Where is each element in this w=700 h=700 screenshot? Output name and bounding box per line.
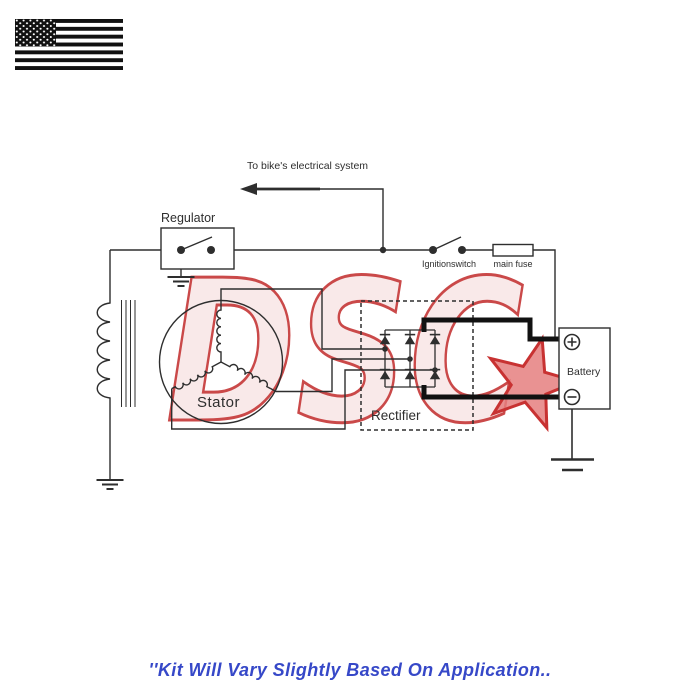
bridge-junction-1 (382, 346, 388, 352)
bridge-junction-2 (407, 356, 413, 362)
ignition-switch-arm (432, 236, 462, 251)
ignition-contact-right (458, 246, 466, 254)
source-coil (96, 250, 111, 480)
ground-icon-coil (95, 479, 125, 490)
fuse-box (492, 243, 534, 257)
circuit: To bike's electrical system Regulator Ig… (95, 160, 611, 490)
battery-positive-lead (421, 317, 559, 342)
phase-wire-3 (171, 369, 435, 430)
battery-label: Battery (567, 366, 601, 378)
battery-ground-icon (551, 458, 594, 472)
regulator-label: Regulator (161, 211, 215, 225)
rectifier-dashed-box (360, 300, 474, 431)
us-flag-icon (15, 19, 123, 70)
regulator-box (160, 227, 235, 270)
ignition-switch-label: Ignitionswitch (422, 259, 476, 269)
rectifier-bridge (384, 329, 436, 388)
phase-wire-1 (220, 288, 385, 350)
flag-stars (15, 19, 56, 47)
battery-plus-terminal-icon (563, 333, 581, 351)
battery-negative-lead (421, 385, 559, 400)
main-fuse-label: main fuse (493, 259, 532, 269)
footer-note: ''Kit Will Vary Slightly Based On Applic… (148, 660, 552, 680)
junction-dot (379, 246, 387, 254)
core-lines (121, 300, 136, 407)
battery-minus-terminal-icon (563, 388, 581, 406)
arrow-head-icon (240, 183, 257, 195)
watermark: DSC (165, 236, 582, 468)
battery-plus-sign (567, 337, 577, 347)
to-system-label: To bike's electrical system (247, 160, 368, 172)
regulator-contact-right (207, 246, 215, 254)
flag-stripes (15, 19, 123, 70)
rectifier-label: Rectifier (371, 408, 421, 423)
stator-label: Stator (197, 394, 240, 411)
phase-wire-2 (269, 358, 410, 393)
bridge-junction-3 (432, 367, 438, 373)
feed-branch-wire (320, 188, 384, 250)
main-wire (110, 249, 556, 338)
regulator-switch-arm (180, 236, 213, 251)
